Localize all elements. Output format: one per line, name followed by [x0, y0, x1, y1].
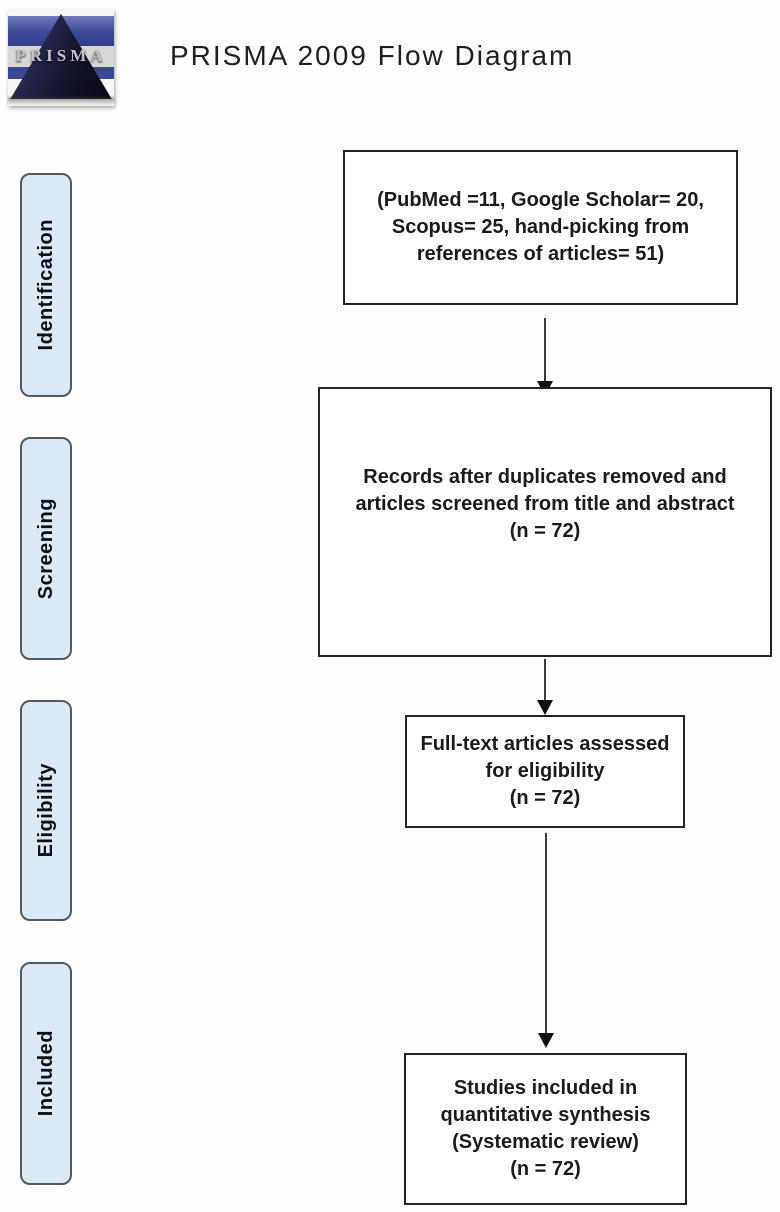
page-title: PRISMA 2009 Flow Diagram: [170, 40, 575, 71]
box-text-line: Scopus= 25, hand-picking from: [391, 216, 690, 238]
flow-arrow-2: [536, 659, 554, 715]
flow-box-studies-included: Studies included in quantitative synthes…: [404, 1053, 687, 1205]
box-text-line: quantitative synthesis: [440, 1104, 651, 1126]
box-text-line: articles screened from title and abstrac…: [355, 492, 735, 515]
stage-label: Identification: [34, 219, 57, 351]
flow-box-records-identified: (PubMed =11, Google Scholar= 20, Scopus=…: [343, 150, 738, 305]
box-text-line: references of articles= 51): [416, 243, 665, 265]
box-text-line: for eligibility: [485, 760, 605, 782]
box-text-line: Full-text articles assessed: [420, 733, 670, 755]
flow-arrow-3: [537, 833, 555, 1048]
flow-box-records-screened: Records after duplicates removed and art…: [318, 387, 772, 657]
stage-included: Included: [20, 962, 72, 1185]
box-text-line: Records after duplicates removed and: [363, 465, 727, 488]
prisma-logo: PRISMA: [8, 10, 114, 106]
stage-eligibility: Eligibility: [20, 700, 72, 921]
flow-arrow-1: [536, 318, 554, 396]
stage-screening: Screening: [20, 437, 72, 660]
box-text-line: (n = 72): [509, 519, 581, 542]
box-text-line: Studies included in: [453, 1077, 638, 1099]
box-text-line: (n = 72): [510, 1158, 581, 1180]
box-text-line: (Systematic review): [452, 1131, 639, 1153]
stage-label: Included: [34, 1030, 57, 1117]
arrow-shaft: [544, 318, 546, 381]
arrow-head-icon: [537, 700, 553, 715]
flow-box-fulltext-assessed: Full-text articles assessed for eligibil…: [405, 715, 685, 828]
logo-base-shadow: [8, 97, 114, 105]
box-text-line: (PubMed =11, Google Scholar= 20,: [377, 189, 704, 211]
stage-label: Eligibility: [34, 763, 57, 858]
arrow-shaft: [544, 659, 546, 700]
stage-label: Screening: [34, 497, 57, 600]
stage-identification: Identification: [20, 173, 72, 397]
logo-wordmark: PRISMA: [15, 46, 107, 66]
box-text-line: (n = 72): [509, 787, 581, 809]
arrow-head-icon: [538, 1033, 554, 1048]
arrow-shaft: [545, 833, 547, 1033]
